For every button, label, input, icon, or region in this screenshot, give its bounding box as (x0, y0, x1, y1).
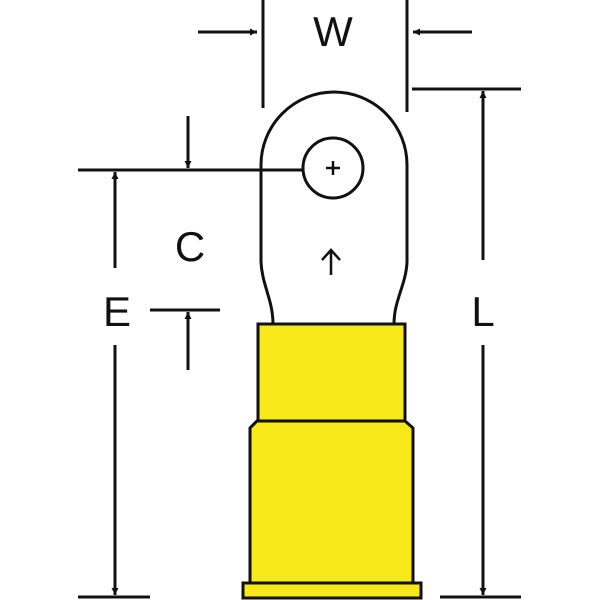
direction-arrow-icon (321, 248, 341, 275)
w-label: W (313, 8, 353, 55)
sleeve-lower (248, 419, 415, 585)
sleeve-flange (241, 581, 423, 600)
ring-tongue (259, 90, 409, 325)
center-mark-icon (326, 161, 340, 175)
sleeve-upper (256, 322, 407, 423)
l-label: L (471, 288, 494, 335)
e-label: E (103, 288, 131, 335)
stud-hole (301, 136, 365, 200)
c-label: C (175, 223, 205, 270)
